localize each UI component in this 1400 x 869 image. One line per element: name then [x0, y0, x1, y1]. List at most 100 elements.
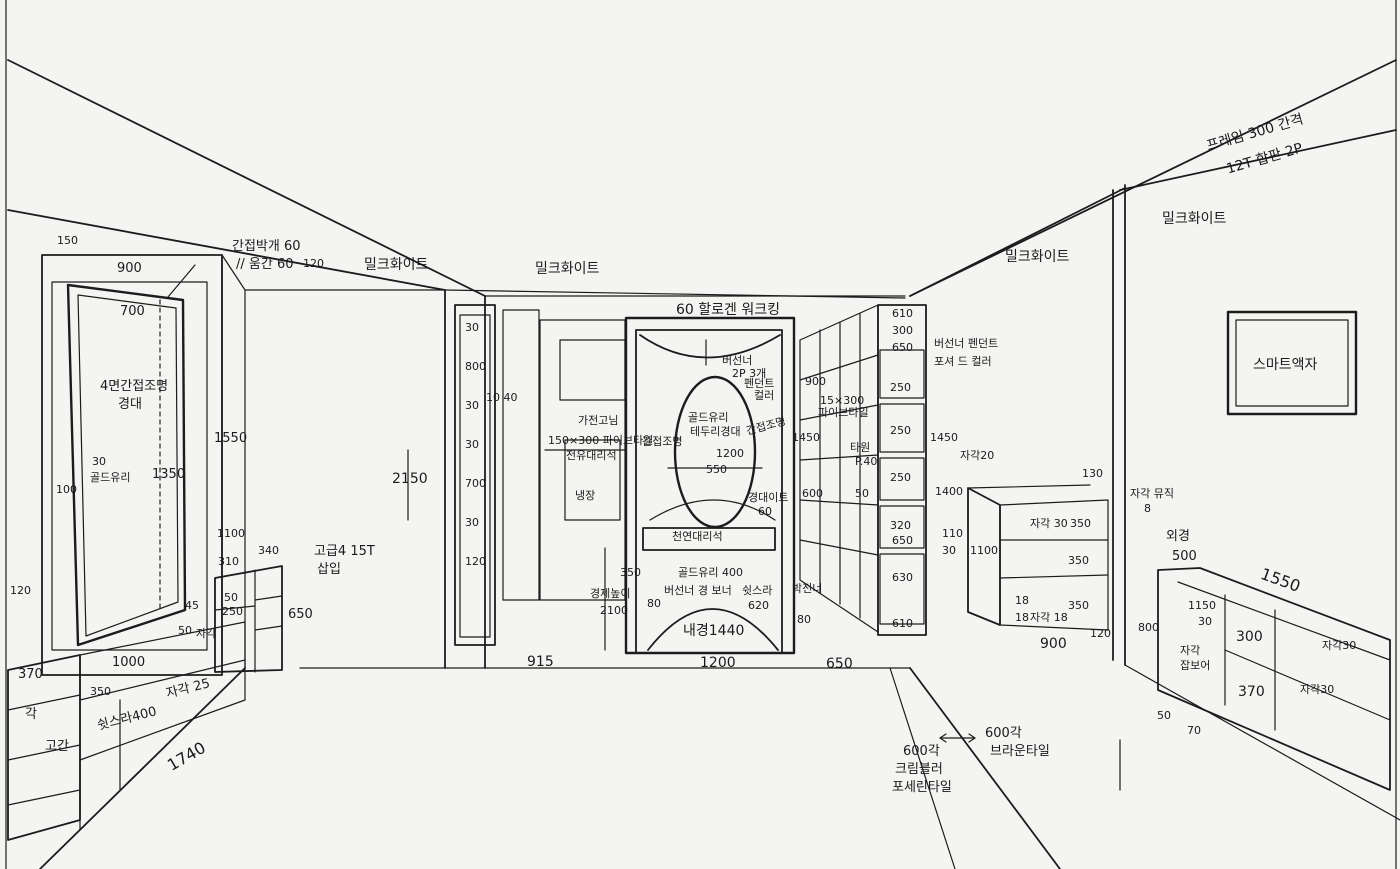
- kitchen-label-3: 전유대리석: [566, 449, 617, 462]
- arch-counter: 천연대리석: [672, 530, 723, 543]
- arch-lower-1: 버선너 경 보너: [664, 584, 732, 597]
- tv-d-800: 800: [1138, 621, 1159, 634]
- right-wall-dim-120: 120: [1090, 627, 1111, 640]
- shelf-dim: 610: [892, 617, 913, 630]
- right-shelf-width: 900: [1040, 636, 1067, 652]
- tv-side-label-2: 잡보어: [1180, 659, 1211, 672]
- arch-lamp-2: 2P 3개: [732, 367, 767, 380]
- cabinet-top-dim: 300: [892, 324, 913, 337]
- floor-right-2: 브라운타일: [990, 744, 1050, 759]
- tv-b-50: 50: [1157, 709, 1171, 722]
- right-wall-h-1100: 1100: [970, 544, 998, 557]
- shelf-dim: 650: [892, 534, 913, 547]
- door-dim: 30: [465, 321, 479, 334]
- right-wall-d-30: 30: [942, 544, 956, 557]
- arch-gold-note: 골드유리 400: [678, 566, 743, 579]
- drawer-note-1: 고급4 15T: [314, 544, 375, 559]
- bench-dim-350: 350: [90, 685, 111, 698]
- tv-side-label-1: 자각: [1180, 644, 1201, 657]
- cabinet-label-a: 타원: [850, 441, 871, 454]
- window-height-2: 1350: [152, 467, 186, 482]
- kitchen-label-2: 150×300 파이브타일: [548, 434, 654, 447]
- bench-label-2: 고간: [45, 739, 69, 754]
- left-wall-height: 2150: [392, 471, 428, 487]
- door-dim: 700: [465, 477, 486, 490]
- door-dim: 30: [465, 438, 479, 451]
- smart-frame-label: 스마트액자: [1253, 357, 1318, 373]
- arch-left-side: 간접조명: [642, 435, 683, 448]
- window-width-outer: 900: [117, 261, 142, 276]
- tv-mid-370: 370: [1238, 684, 1265, 700]
- arch-dim-60-right: 박전너: [792, 582, 823, 595]
- drawer-d: 310: [218, 555, 239, 568]
- right-shelf-note: 자각 30: [1030, 517, 1068, 530]
- right-wall-d-8: 8: [1144, 502, 1151, 515]
- arch-mirror-h: 1200: [716, 447, 744, 460]
- window-side-100: 100: [56, 483, 77, 496]
- right-wall-d-1400: 1400: [935, 485, 963, 498]
- window-gap-note-2: // 움간 60: [236, 257, 294, 272]
- right-bottom-dim: 650: [826, 656, 853, 672]
- arch-right-note-1: 경대이트: [748, 491, 789, 504]
- arch-mirror-2: 테두리경대: [690, 425, 741, 438]
- arch-lamp-1: 버선너: [722, 354, 753, 367]
- door-dim: 800: [465, 360, 486, 373]
- drawer-d2: 250: [222, 605, 243, 618]
- bench-dim-50: 50: [178, 624, 192, 637]
- floor-left-1: 600각: [903, 744, 940, 759]
- shelf-dim: 320: [890, 519, 911, 532]
- bench-note-45: 45: [185, 599, 199, 612]
- floor-right-1: 600각: [985, 726, 1022, 741]
- right-shelf-note: 350: [1068, 554, 1089, 567]
- right-wall-h-110: 110: [942, 527, 963, 540]
- right-wall-ceil-note: 자각20: [960, 449, 995, 462]
- tv-note-30a: 자각30: [1322, 639, 1357, 652]
- drawer-d3: 50: [224, 591, 238, 604]
- tv-top-width: 500: [1172, 549, 1197, 564]
- arch-height-label-1: 경제높이: [590, 587, 631, 600]
- tv-mid-300: 300: [1236, 629, 1263, 645]
- right-shelf-bottom: 18: [1015, 611, 1029, 624]
- arch-lower-2: 쉿스라: [742, 584, 773, 597]
- arch-lamp-3: 펜던트: [744, 377, 775, 390]
- window-width-inner: 700: [120, 304, 145, 319]
- drawer-side-1: 자각: [196, 627, 217, 640]
- bench-dim-1000: 1000: [112, 655, 146, 670]
- door-dim: 30: [465, 516, 479, 529]
- drawer-w: 340: [258, 544, 279, 557]
- arch-dim-350: 350: [620, 566, 641, 579]
- cabinet-dim-900: 900: [805, 375, 826, 388]
- wall-finish-label-right: 밀크화이트: [1005, 249, 1070, 265]
- window-dim-1100: 1100: [217, 527, 245, 540]
- window-side-note-1: 30: [92, 455, 106, 468]
- wall-finish-label-left: 밀크화이트: [364, 257, 429, 273]
- tile-note-1: 15×300: [820, 394, 865, 407]
- cabinet-dim-1450: 1450: [792, 431, 820, 444]
- tile-note-2: 파이브타일: [818, 406, 869, 419]
- wall-finish-label-far-right: 밀크화이트: [1162, 211, 1227, 227]
- cabinet-dim-50: 50: [855, 487, 869, 500]
- floor-left-3: 포세린타일: [892, 780, 952, 795]
- shelf-dim: 250: [890, 424, 911, 437]
- window-gap-note-1: 간접박개 60: [232, 239, 301, 254]
- tv-left-1: 1150: [1188, 599, 1216, 612]
- door-col-vertical: 10 40: [486, 391, 518, 404]
- tv-top-label: 외경: [1166, 529, 1190, 544]
- center-bottom-width: 915: [527, 654, 554, 670]
- right-shelf-bottom: 18: [1015, 594, 1029, 607]
- tv-left-2: 30: [1198, 615, 1212, 628]
- right-wall-dim-130: 130: [1082, 467, 1103, 480]
- pendant-note-2: 포셔 드 컬러: [934, 355, 992, 368]
- arch-height-label-2: 2100: [600, 604, 628, 617]
- drawer-note-2: 삽입: [317, 562, 341, 577]
- floor-left-2: 크림블러: [895, 762, 943, 777]
- window-glass-label-2: 경대: [118, 397, 142, 412]
- right-wall-side-note: 자각 뮤직: [1130, 487, 1174, 500]
- pendant-note-1: 버선너 펜던트: [934, 337, 999, 350]
- window-height-1: 1550: [214, 431, 248, 446]
- window-gap-note-3: 120: [303, 257, 324, 270]
- arch-top-label: 60 할로겐 워크킹: [676, 302, 780, 318]
- right-shelf-note: 350: [1070, 517, 1091, 530]
